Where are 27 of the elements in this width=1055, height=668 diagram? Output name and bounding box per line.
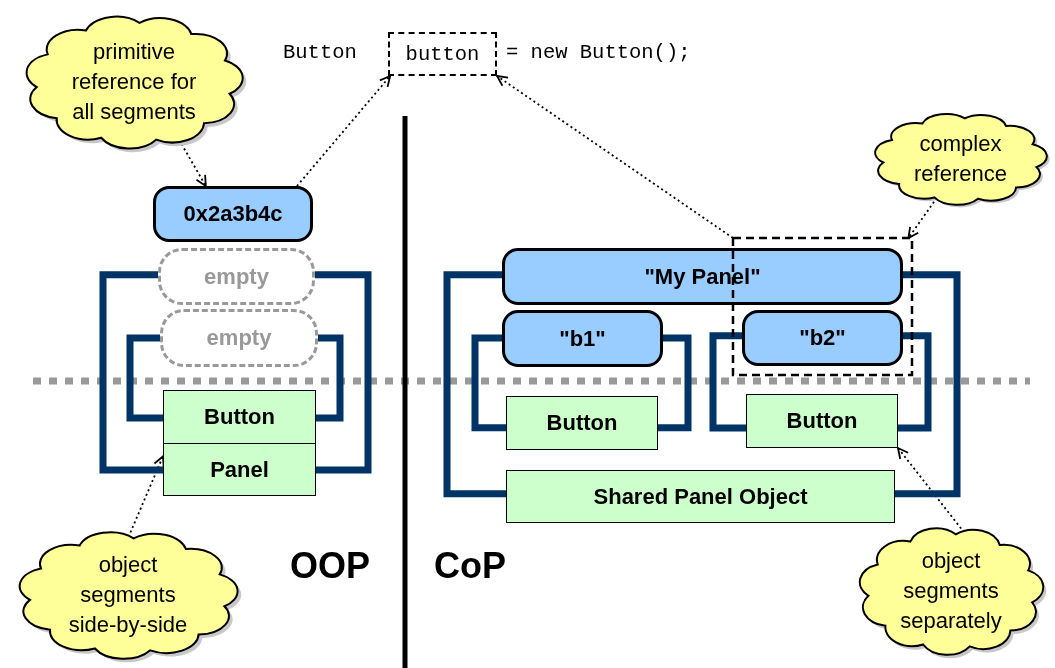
- bracket-line: [898, 332, 932, 432]
- dotted-arrow: [296, 75, 392, 187]
- section-title: OOP: [290, 545, 370, 587]
- dotted-arrow: [897, 447, 962, 530]
- bracket-line: [895, 271, 961, 498]
- empty-slot: empty: [158, 248, 315, 305]
- reference-box: "b1": [502, 310, 663, 367]
- object-segment: Button: [746, 394, 898, 448]
- bracket-line: [443, 271, 506, 498]
- code-text: Button: [283, 41, 357, 64]
- reference-box: "b2": [742, 310, 903, 366]
- highlighted-variable: button: [388, 32, 497, 76]
- reference-box: 0x2a3b4c: [153, 186, 313, 242]
- dotted-arrow: [129, 455, 165, 534]
- bracket-line: [316, 334, 344, 422]
- object-segment: Shared Panel Object: [506, 470, 895, 523]
- empty-slot: empty: [160, 309, 318, 367]
- section-title: CoP: [434, 545, 506, 587]
- object-segment: Panel: [163, 443, 316, 496]
- reference-box: "My Panel": [502, 248, 903, 305]
- object-segment: Button: [163, 390, 316, 444]
- dotted-arrow: [907, 200, 935, 239]
- bracket-line: [99, 271, 163, 474]
- object-segment: Button: [506, 396, 658, 450]
- code-text: = new Button();: [506, 41, 691, 64]
- dotted-arrow: [496, 75, 734, 239]
- bracket-line: [315, 271, 372, 474]
